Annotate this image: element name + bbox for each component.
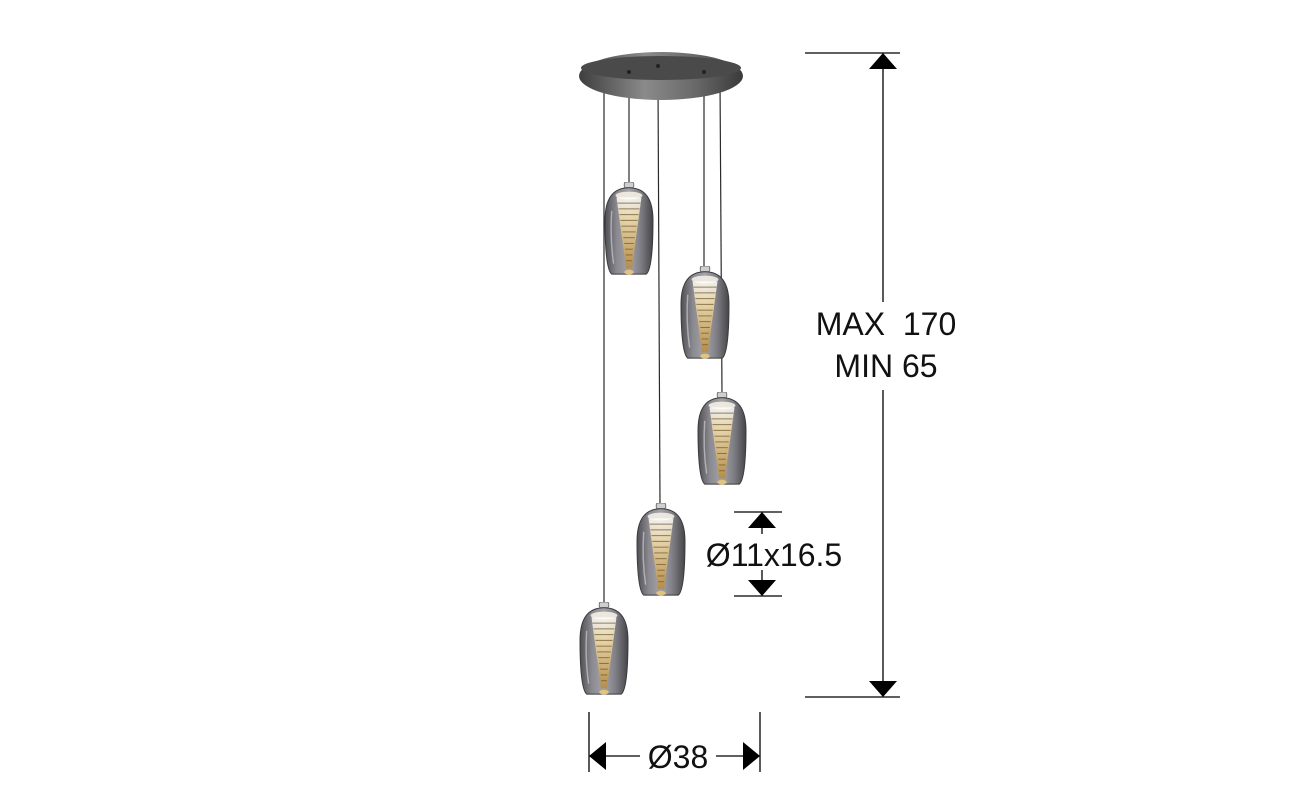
arrow-up-icon <box>748 512 776 528</box>
arrow-up-icon <box>869 53 897 69</box>
arrow-down-icon <box>869 681 897 697</box>
height-min-label: MIN 65 <box>834 348 937 384</box>
shade-dimension <box>734 511 782 597</box>
shade-size-label: Ø11x16.5 <box>706 537 842 573</box>
height-dimension <box>805 52 900 698</box>
pendant-shade-5 <box>579 602 629 696</box>
pendant-shade-4 <box>636 503 686 597</box>
pendant-shade-3 <box>697 392 747 486</box>
ceiling-canopy <box>579 52 743 100</box>
width-label: Ø38 <box>648 739 708 775</box>
pendant-shade-1 <box>604 182 654 276</box>
arrow-down-icon <box>748 580 776 596</box>
arrow-left-icon <box>589 742 606 770</box>
pendant-shade-2 <box>680 266 730 360</box>
width-dimension <box>588 712 761 772</box>
height-max-label: MAX 170 <box>816 306 957 342</box>
arrow-right-icon <box>743 742 760 770</box>
